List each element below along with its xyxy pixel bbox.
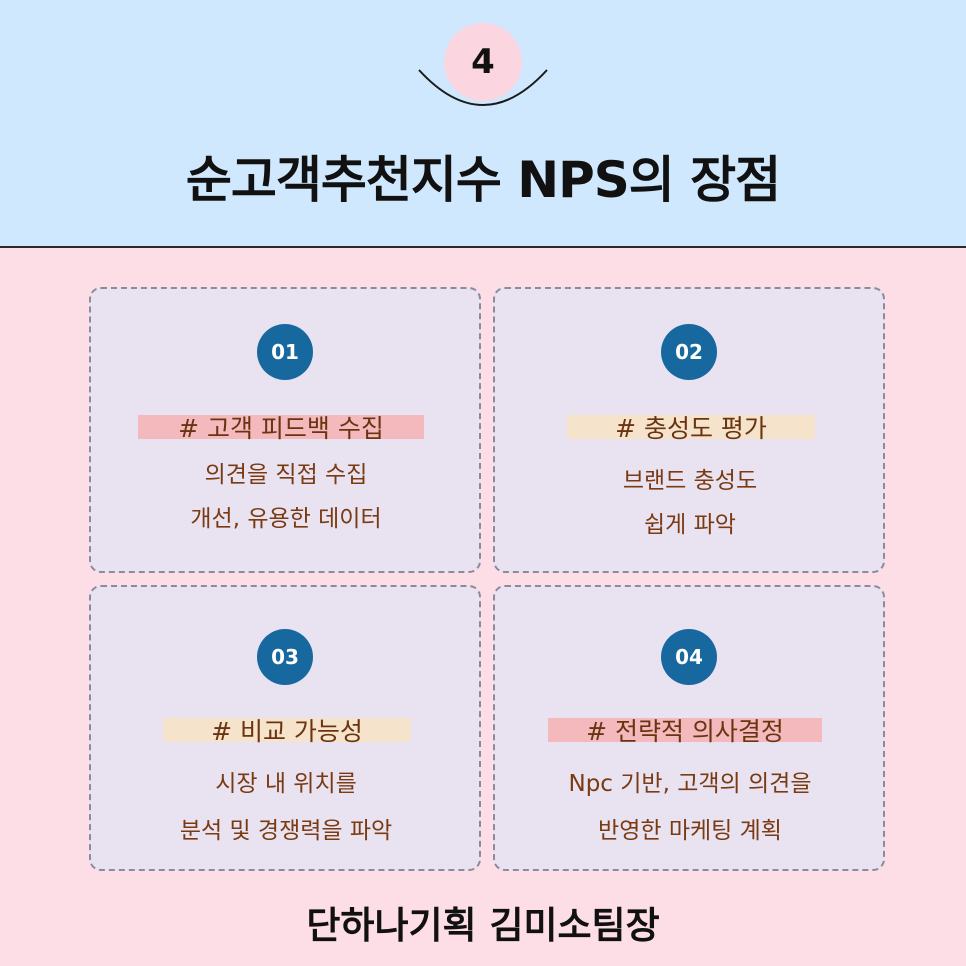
card-desc-line-2: 분석 및 경쟁력을 파악 (179, 818, 393, 844)
card-desc-line-1: Npc 기반, 고객의 의견을 (568, 771, 812, 797)
card-number: 02 (661, 324, 717, 380)
card-desc-line-1: 시장 내 위치를 (215, 771, 357, 797)
header-banner: 4 순고객추천지수 NPS의 장점 (0, 0, 966, 248)
card-desc-line-2: 쉽게 파악 (644, 512, 736, 538)
page-title: 순고객추천지수 NPS의 장점 (185, 151, 781, 209)
card-strategy: 04 # 전략적 의사결정 Npc 기반, 고객의 의견을 반영한 마케팅 계획 (493, 585, 885, 871)
card-desc-line-2: 개선, 유용한 데이터 (190, 506, 382, 532)
step-number-badge: 4 (444, 23, 522, 101)
arc-decoration (418, 69, 548, 106)
author-credit: 단하나기획 김미소팀장 (306, 904, 660, 947)
card-loyalty: 02 # 충성도 평가 브랜드 충성도 쉽게 파악 (493, 287, 885, 573)
card-desc-line-1: 브랜드 충성도 (622, 468, 758, 494)
card-tag: # 전략적 의사결정 (548, 717, 822, 746)
card-comparability: 03 # 비교 가능성 시장 내 위치를 분석 및 경쟁력을 파악 (89, 585, 481, 871)
card-desc-line-1: 의견을 직접 수집 (204, 462, 368, 488)
card-number: 04 (661, 629, 717, 685)
card-tag: # 충성도 평가 (567, 414, 815, 443)
card-number: 03 (257, 629, 313, 685)
card-desc-line-2: 반영한 마케팅 계획 (598, 818, 782, 844)
card-tag: # 비교 가능성 (163, 717, 411, 746)
card-tag: # 고객 피드백 수집 (138, 414, 424, 443)
card-number: 01 (257, 324, 313, 380)
card-feedback: 01 # 고객 피드백 수집 의견을 직접 수집 개선, 유용한 데이터 (89, 287, 481, 573)
